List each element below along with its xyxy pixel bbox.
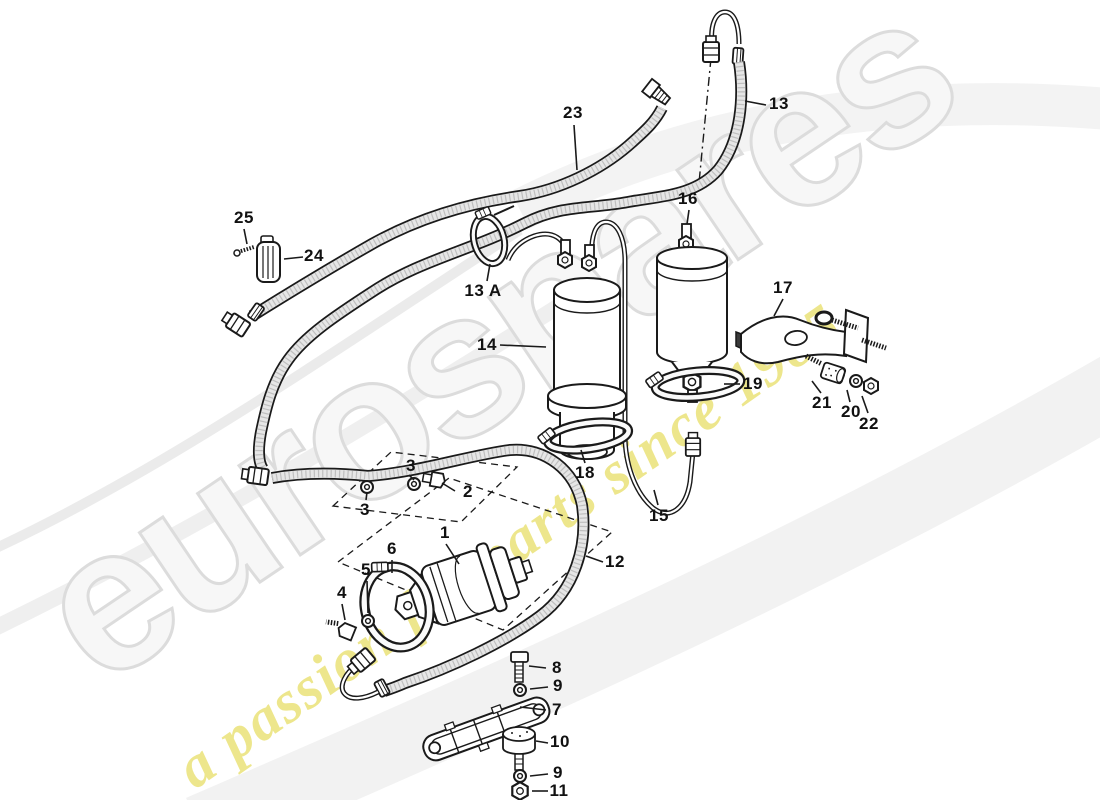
part-label-19: 19 (743, 374, 763, 393)
part-label-3-upper: 3 (406, 456, 416, 475)
hose-23-male-fitting (640, 77, 672, 106)
nut-22-drawing (863, 377, 879, 395)
part-label-9-upper: 9 (553, 676, 563, 695)
washer-9-lower-drawing (513, 769, 527, 783)
leader-lines (243, 100, 869, 792)
part-label-9-lower: 9 (553, 763, 563, 782)
part-label-1: 1 (440, 523, 450, 542)
part-label-16: 16 (678, 189, 698, 208)
fuel-filter-drawing (656, 223, 728, 457)
clip-24-drawing (233, 235, 281, 283)
bushing-21-drawing (819, 361, 847, 385)
part-label-23: 23 (563, 103, 583, 122)
clamp-19-drawing (644, 366, 746, 402)
part-label-14: 14 (477, 335, 497, 354)
part-label-4: 4 (337, 583, 347, 602)
watermark-brand-text: eurospares (0, 0, 993, 728)
washer-5-drawing (361, 614, 375, 628)
part-label-15: 15 (649, 506, 669, 525)
rubber-mount-10-drawing (502, 726, 536, 771)
clamp-13a-drawing (469, 205, 515, 268)
part-label-24: 24 (304, 246, 324, 265)
part-label-13a: 13 A (464, 281, 502, 300)
bolt-2-drawing (421, 470, 446, 489)
banjo-hardware-drawing (360, 470, 446, 494)
part-label-11: 11 (549, 781, 569, 800)
bracket-17-drawing (735, 308, 887, 395)
fuel-pump-assembly-drawing (325, 542, 534, 653)
part-label-10: 10 (550, 732, 570, 751)
part-label-18: 18 (575, 463, 595, 482)
part-label-20: 20 (841, 402, 861, 421)
part-label-2: 2 (463, 482, 473, 501)
hose-12-drawing (270, 443, 590, 701)
mount-bracket-7-drawing (422, 651, 551, 800)
part-label-6: 6 (387, 539, 397, 558)
part-label-17: 17 (773, 278, 793, 297)
part-label-21: 21 (812, 393, 832, 412)
background-swooshes (0, 83, 1100, 800)
fitting-4-drawing (325, 619, 358, 642)
part-label-3-lower: 3 (360, 500, 370, 519)
part-label-22: 22 (859, 414, 879, 433)
part-label-13: 13 (769, 94, 789, 113)
nut-11-drawing (511, 781, 529, 800)
clamp-18-drawing (536, 417, 634, 455)
part-label-8: 8 (552, 658, 562, 677)
part-label-7: 7 (552, 700, 562, 719)
washer-9-upper-drawing (513, 683, 527, 697)
part-label-5: 5 (361, 560, 371, 579)
part-label-25: 25 (234, 208, 254, 227)
washer-20-drawing (849, 374, 863, 388)
part-label-12: 12 (605, 552, 625, 571)
hose-23-drawing (219, 77, 672, 339)
bolt-8-drawing (510, 651, 529, 683)
